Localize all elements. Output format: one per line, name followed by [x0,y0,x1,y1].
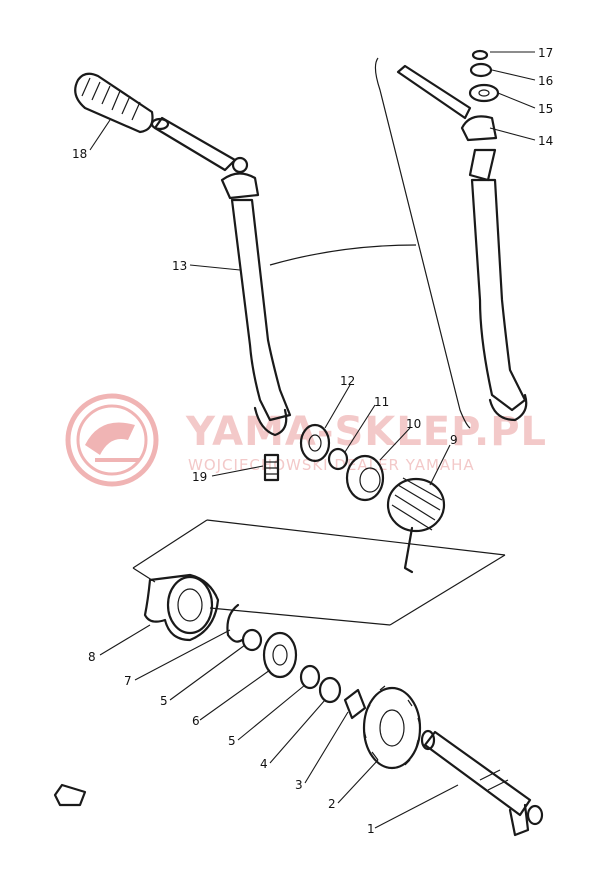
kick-axle [420,729,544,837]
callout-10: 10 [406,417,421,431]
callout-5b: 5 [160,694,168,708]
callout-5a: 5 [228,734,236,748]
kick-gear [362,685,422,770]
callout-6: 6 [192,714,200,728]
pinch-bolt [263,453,280,482]
callout-14: 14 [538,134,553,148]
return-spring [386,477,446,574]
callout-8: 8 [88,650,96,664]
watermark: YAMA-SKLEP.PL WOJCIECHOWSKI DEALER YAMAH… [65,393,547,487]
leader-lines [89,51,536,829]
kick-crank-grip [74,72,237,172]
watermark-logo [65,393,159,487]
watermark-brand: YAMA-SKLEP.PL [185,409,547,455]
callout-4: 4 [260,757,268,771]
callout-labels: 1 2 3 4 5 6 5 7 8 9 10 11 12 13 14 15 16… [72,46,553,836]
callout-2: 2 [328,797,336,811]
kick-crank-assembled [396,64,528,422]
callout-13: 13 [172,259,187,273]
spring-clip [53,783,87,807]
callout-12: 12 [340,374,355,388]
callout-16: 16 [538,74,553,88]
assembly-outline [132,57,506,626]
upper-shaft-parts [299,423,446,574]
kick-cover [143,573,220,642]
callout-15: 15 [538,102,553,116]
callout-1: 1 [367,822,375,836]
callout-3: 3 [295,778,303,792]
callout-9: 9 [450,433,458,447]
callout-11: 11 [374,395,389,409]
callout-19: 19 [192,470,207,484]
callout-7: 7 [124,674,132,688]
callout-18: 18 [72,147,87,161]
callout-17: 17 [538,46,553,60]
washer-stack [468,49,500,103]
kick-crank-arm [220,156,292,437]
lower-shaft-parts [226,603,367,720]
